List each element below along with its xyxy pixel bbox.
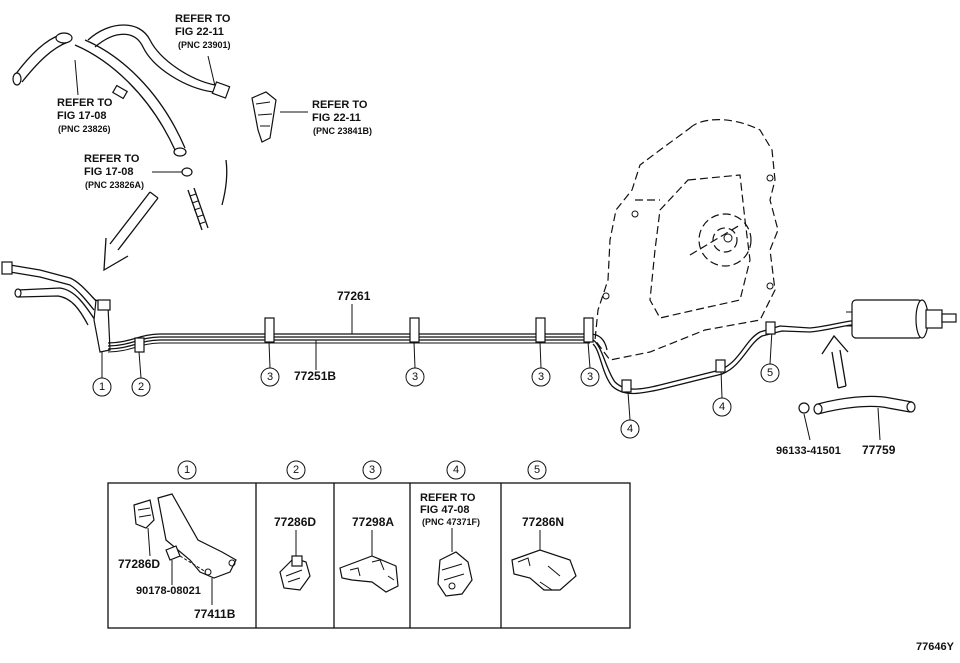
detail-cell-2: 77286D <box>274 515 316 591</box>
ref-fig-2211-top: REFER TO FIG 22-11 (PNC 23901) <box>175 13 231 50</box>
part-label-77286d: 77286D <box>274 515 316 529</box>
ref-line: REFER TO <box>420 492 476 504</box>
ref-line: REFER TO <box>84 153 140 165</box>
part-label-90178-08021: 90178-08021 <box>136 585 201 597</box>
hose-77759 <box>798 395 916 441</box>
ref-line: (PNC 23826) <box>58 124 111 134</box>
upper-hose-assembly <box>12 24 231 157</box>
detail-header-1: 1 <box>184 464 190 476</box>
callout-1: 1 <box>99 381 105 393</box>
callout-4: 4 <box>627 423 633 435</box>
detail-panel: 1 2 3 4 5 77286D 90178-08021 77411B 7728… <box>107 460 631 629</box>
ref-line: FIG 47-08 <box>420 504 470 516</box>
ref-line: FIG 17-08 <box>84 166 134 178</box>
ref-line: (PNC 23841B) <box>313 126 372 136</box>
detail-header-5: 5 <box>534 464 540 476</box>
leader-lines <box>101 304 773 421</box>
detail-header-3: 3 <box>369 464 375 476</box>
ref-line: REFER TO <box>312 99 368 111</box>
drawing-number: 77646Y <box>916 641 955 653</box>
fuel-tank-outline <box>594 119 779 361</box>
detail-cell-4: REFER TO FIG 47-08 (PNC 47371F) <box>420 492 480 597</box>
callout-2: 2 <box>138 381 144 393</box>
detail-cell-3: 77298A <box>339 515 399 593</box>
ref-fig-1708-top: REFER TO FIG 17-08 (PNC 23826) <box>57 97 113 134</box>
part-label-77298a: 77298A <box>352 515 394 529</box>
callout-5: 5 <box>767 367 773 379</box>
ref-line: FIG 22-11 <box>175 26 224 38</box>
tube-to-canister <box>592 319 859 395</box>
callout-3: 3 <box>267 371 273 383</box>
part-label-77286n: 77286N <box>522 515 564 529</box>
tube-clamps <box>134 317 594 353</box>
detail-header-2: 2 <box>293 464 299 476</box>
ref-line: (PNC 47371F) <box>422 517 480 527</box>
detail-cell-5: 77286N <box>511 515 577 591</box>
ref-line: (PNC 23826A) <box>85 180 144 190</box>
charcoal-canister <box>846 299 957 339</box>
fuel-tube-77261 <box>107 333 608 353</box>
ref-line: REFER TO <box>175 13 231 25</box>
part-label-77251b: 77251B <box>294 369 336 383</box>
detail-cell-1: 77286D 90178-08021 77411B <box>118 493 237 621</box>
ref-fig-1708-second: REFER TO FIG 17-08 (PNC 23826A) <box>84 153 228 231</box>
part-label-77411b: 77411B <box>194 607 236 621</box>
part-label-77286d: 77286D <box>118 557 160 571</box>
part-label-96133-41501: 96133-41501 <box>776 445 841 457</box>
callout-3: 3 <box>587 371 593 383</box>
detail-header-4: 4 <box>453 464 459 476</box>
part-label-77759: 77759 <box>862 443 896 457</box>
callout-circles-main: 1 2 3 3 3 3 4 4 5 <box>92 363 780 439</box>
left-hose-end <box>1 261 111 353</box>
direction-arrow-left <box>103 191 159 272</box>
ref-line: (PNC 23901) <box>178 40 231 50</box>
callout-4: 4 <box>719 401 725 413</box>
direction-arrow-up <box>821 334 849 389</box>
bracket-23841b: REFER TO FIG 22-11 (PNC 23841B) <box>251 91 372 143</box>
callout-3: 3 <box>412 371 418 383</box>
part-label-77261: 77261 <box>337 289 371 303</box>
ref-line: FIG 22-11 <box>312 112 361 124</box>
ref-line: REFER TO <box>57 97 113 109</box>
ref-line: FIG 17-08 <box>57 110 107 122</box>
callout-3: 3 <box>538 371 544 383</box>
